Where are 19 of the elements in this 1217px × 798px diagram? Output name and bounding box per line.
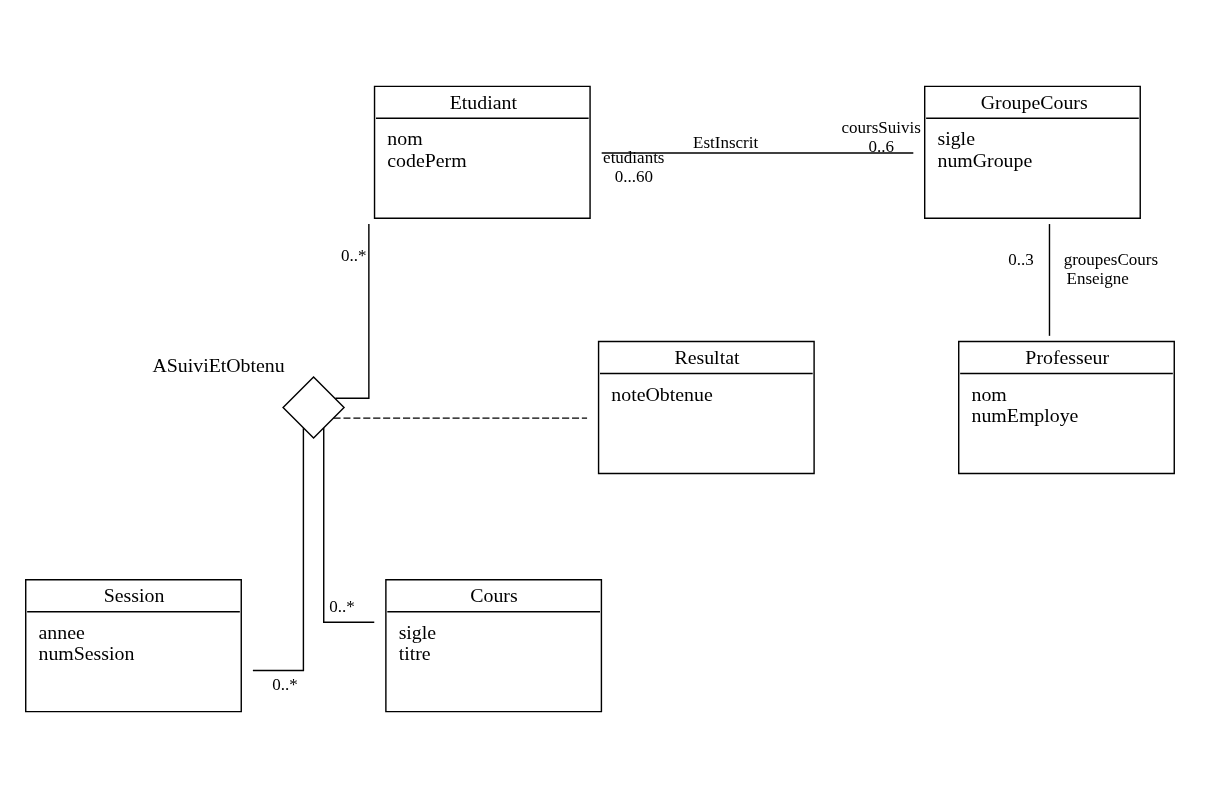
label: 0..* <box>272 674 298 694</box>
connector <box>1048 223 1051 337</box>
connector <box>323 427 375 624</box>
label: etudiants <box>603 148 665 168</box>
connector <box>600 152 915 154</box>
connector <box>252 427 305 672</box>
node-label: ASuiviEtObtenu <box>152 353 285 376</box>
label: 0...60 <box>614 166 653 186</box>
edge-label: EstInscrit <box>693 133 759 153</box>
label: 0..* <box>329 596 355 616</box>
label: groupesCours <box>1063 249 1159 269</box>
edge-label: Enseigne <box>1066 269 1129 289</box>
connector <box>334 223 370 399</box>
label: 0..6 <box>868 136 894 156</box>
connector <box>332 417 588 419</box>
node-diamond <box>282 376 346 439</box>
label: coursSuivis <box>841 118 921 138</box>
label: 0..* <box>341 245 367 265</box>
label: 0..3 <box>1008 249 1034 269</box>
